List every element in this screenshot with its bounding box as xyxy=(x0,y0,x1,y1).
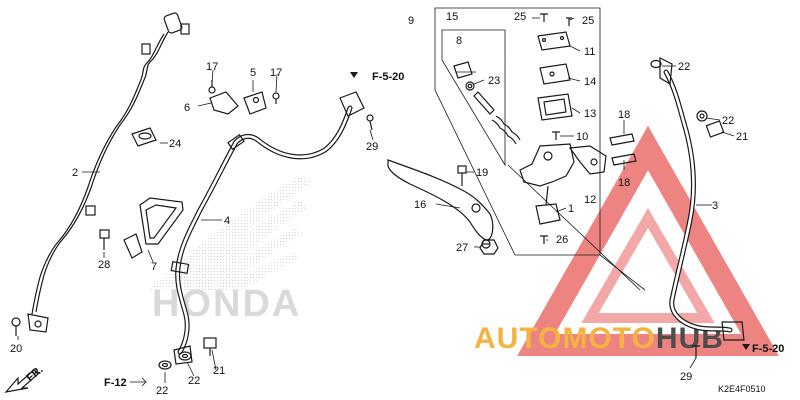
label-part-21-a: 21 xyxy=(213,365,225,377)
label-part-12: 12 xyxy=(584,194,596,206)
ref-arrow-top-icon xyxy=(350,72,358,78)
label-part-22-b: 22 xyxy=(188,375,200,387)
label-part-19: 19 xyxy=(476,167,488,179)
label-part-8: 8 xyxy=(456,35,462,47)
label-part-22-c: 22 xyxy=(678,61,690,73)
ref-f-12-arrow-icon xyxy=(130,377,147,387)
label-part-25-a: 25 xyxy=(514,11,526,23)
honda-wing-logo: HONDA xyxy=(150,175,312,325)
label-part-11: 11 xyxy=(584,46,595,58)
group-9-outline xyxy=(434,7,601,256)
part-22-washers-bottom xyxy=(158,351,192,370)
part-18-bolts xyxy=(609,133,637,166)
label-part-5: 5 xyxy=(250,67,256,79)
leader-lines xyxy=(17,17,735,383)
part-2-sensor-cable xyxy=(27,12,190,333)
label-part-14: 14 xyxy=(584,76,596,88)
label-part-6: 6 xyxy=(184,102,190,114)
part-28-bolt xyxy=(99,229,110,250)
label-part-29-a: 29 xyxy=(366,141,378,153)
label-part-20: 20 xyxy=(10,343,22,355)
ref-arrow-right-icon xyxy=(742,344,750,350)
ref-f-5-20-right: F-5-20 xyxy=(752,343,784,355)
watermark-text: AUTOMOTOHUB xyxy=(474,322,724,355)
ref-f-12: F-12 xyxy=(104,377,127,389)
label-part-15: 15 xyxy=(446,11,458,23)
part-5-6-stay xyxy=(208,80,280,115)
label-part-28: 28 xyxy=(98,259,110,271)
part-7-clamp xyxy=(123,197,184,259)
label-part-22-d: 22 xyxy=(722,115,734,127)
honda-wordmark: HONDA xyxy=(152,283,301,325)
reference-labels: F-5-20 F-5-20 F-12 FR. xyxy=(4,71,784,393)
label-part-29-b: 29 xyxy=(680,371,692,383)
label-part-9: 9 xyxy=(408,15,414,27)
part-labels: 2 24 20 28 7 6 5 17 17 4 29 22 22 21 9 1… xyxy=(10,11,748,397)
label-part-17-b: 17 xyxy=(270,67,282,79)
master-cylinder-group xyxy=(434,7,607,256)
label-part-24: 24 xyxy=(169,138,181,150)
label-part-23: 23 xyxy=(488,75,500,87)
label-part-27: 27 xyxy=(456,242,468,254)
label-part-18-b: 18 xyxy=(618,177,630,189)
watermark-triangle xyxy=(517,125,779,356)
label-part-18-a: 18 xyxy=(618,109,630,121)
label-part-13: 13 xyxy=(584,108,596,120)
part-21-oil-bolt-bottom xyxy=(203,337,217,356)
ref-f-5-20-top: F-5-20 xyxy=(372,71,404,83)
label-part-25-b: 25 xyxy=(582,15,594,27)
label-part-26: 26 xyxy=(556,234,568,246)
diagram-code: K2E4F0510 xyxy=(718,384,766,394)
front-arrow-icon xyxy=(4,369,39,393)
label-part-4: 4 xyxy=(224,215,230,227)
part-27-nut xyxy=(479,239,499,255)
label-part-21-b: 21 xyxy=(736,131,748,143)
automotohub-watermark: AUTOMOTOHUB xyxy=(474,125,779,356)
label-part-3: 3 xyxy=(712,200,718,212)
part-24-grommet xyxy=(131,127,157,147)
label-part-17-a: 17 xyxy=(206,61,218,73)
label-part-7: 7 xyxy=(151,261,157,273)
label-part-10: 10 xyxy=(576,131,588,143)
group-15-outline xyxy=(441,29,506,167)
part-19-pivot-bolt xyxy=(457,165,467,186)
label-part-22-a: 22 xyxy=(156,385,168,397)
part-20-bolt xyxy=(11,317,21,336)
label-part-1: 1 xyxy=(568,203,574,215)
part-3-rear-hose xyxy=(650,57,745,358)
part-4-brake-hose xyxy=(170,91,374,365)
label-part-16: 16 xyxy=(414,199,426,211)
label-part-2: 2 xyxy=(72,167,78,179)
front-direction-indicator: FR. xyxy=(4,364,46,393)
